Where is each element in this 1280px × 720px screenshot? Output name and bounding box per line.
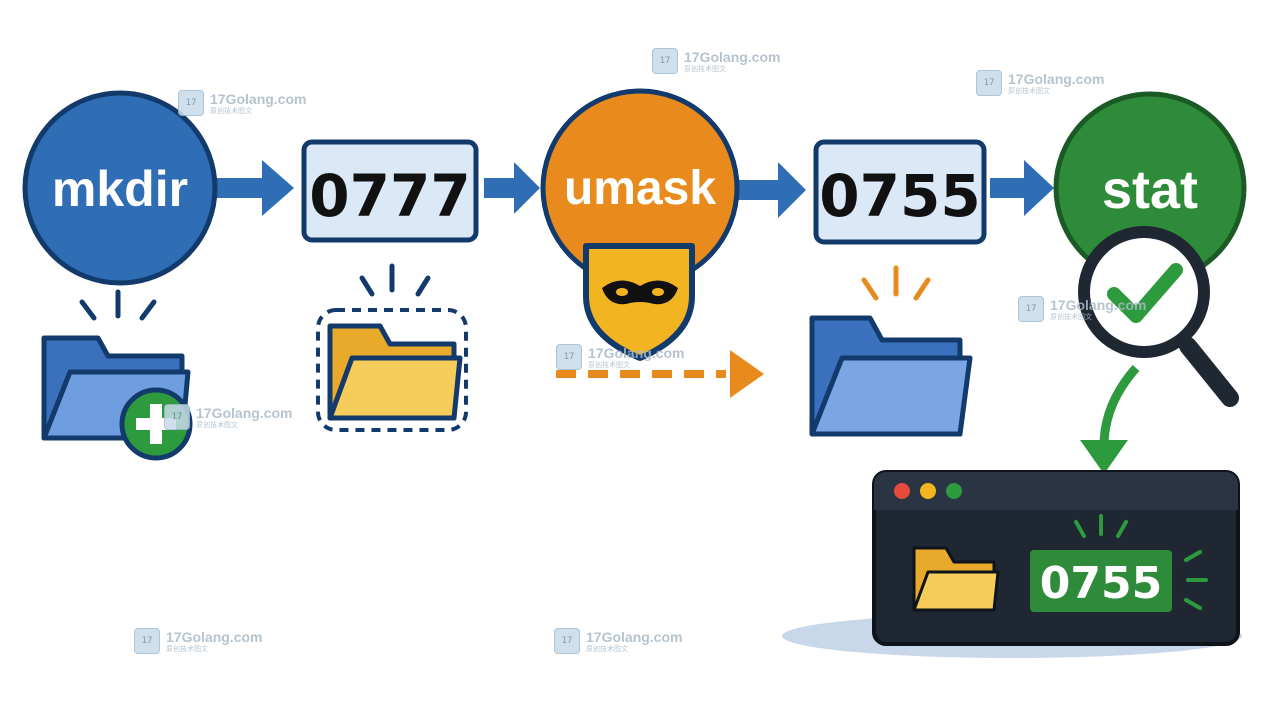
requested-mode-box: 0777 xyxy=(301,139,479,243)
requested-mode-label: 0777 xyxy=(309,162,470,230)
folder-plus-icon xyxy=(41,289,193,461)
folder-icon xyxy=(809,265,973,437)
window-minimize-dot[interactable] xyxy=(920,483,936,499)
watermark-logo-icon: 17 xyxy=(178,90,204,116)
mkdir-node: mkdir xyxy=(22,90,218,286)
umask-node: umask xyxy=(540,88,740,288)
terminal-mode-badge: 0755 xyxy=(1030,550,1172,612)
window-maximize-dot[interactable] xyxy=(946,483,962,499)
terminal-mode-readout: 0755 xyxy=(1040,558,1162,609)
window-close-dot[interactable] xyxy=(894,483,910,499)
masked-shield-icon xyxy=(583,243,695,361)
mask-dashed-arrow xyxy=(556,350,764,398)
watermark: 17 17Golang.com 原创技术图文 xyxy=(134,628,262,654)
result-mode-label: 0755 xyxy=(819,162,980,230)
highlight-rays-icon xyxy=(1074,514,1208,610)
stat-node: stat xyxy=(1053,91,1247,285)
watermark: 17 17Golang.com 原创技术图文 xyxy=(164,404,292,430)
terminal-window-icon: 0755 xyxy=(872,470,1240,646)
umask-label: umask xyxy=(564,162,716,215)
watermark-logo-icon: 17 xyxy=(556,344,582,370)
flow-arrow-3 xyxy=(738,162,806,218)
flow-arrow-4 xyxy=(990,160,1054,216)
watermark: 17 17Golang.com 原创技术图文 xyxy=(556,344,684,370)
watermark-logo-icon: 17 xyxy=(1018,296,1044,322)
stat-label: stat xyxy=(1102,160,1198,220)
watermark-logo-icon: 17 xyxy=(652,48,678,74)
result-mode-box: 0755 xyxy=(813,139,987,245)
watermark-logo-icon: 17 xyxy=(554,628,580,654)
watermark-logo-icon: 17 xyxy=(164,404,190,430)
flow-arrow-2 xyxy=(484,162,540,214)
watermark: 17 17Golang.com 原创技术图文 xyxy=(976,70,1104,96)
terminal-folder-icon xyxy=(912,546,1000,612)
watermark: 17 17Golang.com 原创技术图文 xyxy=(1018,296,1146,322)
folder-icon xyxy=(316,263,468,432)
flow-arrow-1 xyxy=(216,160,294,216)
watermark: 17 17Golang.com 原创技术图文 xyxy=(652,48,780,74)
watermark-logo-icon: 17 xyxy=(134,628,160,654)
mkdir-label: mkdir xyxy=(52,161,188,217)
watermark: 17 17Golang.com 原创技术图文 xyxy=(178,90,306,116)
result-arrow xyxy=(1080,365,1140,474)
magnifier-check-icon xyxy=(1078,226,1239,407)
watermark: 17 17Golang.com 原创技术图文 xyxy=(554,628,682,654)
watermark-logo-icon: 17 xyxy=(976,70,1002,96)
